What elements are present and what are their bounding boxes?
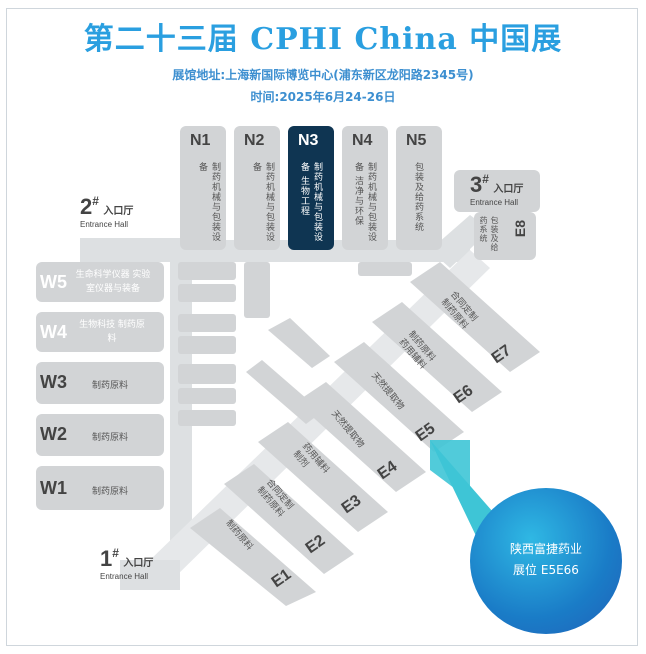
hall-n5-text: 包装及给药系统 (413, 162, 423, 232)
entrance-3: 3# 入口厅 Entrance Hall (470, 172, 524, 207)
entrance-2-cn: 入口厅 (103, 206, 134, 217)
entrance-3-cn: 入口厅 (493, 184, 524, 195)
entrance-3-box (454, 170, 540, 212)
hall-w2[interactable]: W2 制药原料 (36, 414, 164, 456)
hall-w3-code: W3 (40, 372, 67, 392)
hall-n1-text: 制药机械与包装设备 (197, 162, 220, 242)
hall-n2[interactable]: N2 制药机械与包装设备 (234, 126, 280, 250)
entrance-1-en: Entrance Hall (100, 572, 149, 581)
venue-address: 展馆地址:上海新国际博览中心(浦东新区龙阳路2345号) (172, 68, 474, 82)
sub-hall-n-west (244, 262, 270, 318)
hall-w2-text: 制药原料 (92, 433, 129, 443)
hall-w1[interactable]: W1 制药原料 (36, 466, 164, 510)
hall-w2-code: W2 (40, 424, 67, 444)
hall-n3-text: 制药机械与包装设备 生物工程 (299, 162, 322, 242)
hall-e8[interactable]: 包装及给药系统 E8 (474, 212, 536, 260)
sub-hall-w8 (178, 364, 236, 384)
sub-hall-w9 (178, 336, 236, 354)
hall-n1-code: N1 (190, 132, 211, 149)
sub-hall-w6 (178, 410, 236, 426)
entrance-1-number: 1 (100, 546, 113, 571)
hall-n3-code: N3 (298, 132, 319, 149)
hall-w3[interactable]: W3 制药原料 (36, 362, 164, 404)
hall-w4[interactable]: W4 生物科技 制药原料 (36, 312, 164, 352)
sub-hall-w11 (178, 284, 236, 302)
hall-n2-text: 制药机械与包装设备 (251, 162, 274, 242)
entrance-2: 2# 入口厅 Entrance Hall (80, 194, 134, 229)
hall-n5[interactable]: N5 包装及给药系统 (396, 126, 442, 250)
hall-w5-code: W5 (40, 272, 67, 292)
booth-company: 陕西富捷药业 (509, 542, 582, 556)
entrance-3-en: Entrance Hall (470, 198, 519, 207)
entrance-2-en: Entrance Hall (80, 220, 129, 229)
entrance-1: 1# 入口厅 Entrance Hall (100, 546, 154, 581)
hall-w4-text: 生物科技 制药原料 (79, 320, 145, 344)
page-title: 第二十三届 CPHI China 中国展 (83, 22, 563, 57)
hall-n2-code: N2 (244, 132, 265, 149)
hall-e8-text: 包装及给药系统 (479, 216, 499, 252)
hall-n4[interactable]: N4 制药机械与包装设备 洁净与环保 (342, 126, 388, 250)
hall-w1-text: 制药原料 (92, 487, 129, 497)
entrance-2-number: 2 (80, 194, 93, 219)
event-date: 时间:2025年6月24-26日 (250, 90, 396, 104)
hall-w5[interactable]: W5 生命科学仪器 实验室仪器与装备 (36, 262, 164, 302)
sub-hall-w10 (178, 314, 236, 332)
hall-n4-code: N4 (352, 132, 373, 149)
entrance-3-number: 3 (470, 172, 483, 197)
sub-hall-w12 (178, 262, 236, 280)
hall-w5-text: 生命科学仪器 实验室仪器与装备 (75, 270, 151, 294)
hall-n5-code: N5 (406, 132, 427, 149)
entrance-1-cn: 入口厅 (123, 558, 154, 569)
booth-callout: 陕西富捷药业 展位 E5E66 (470, 488, 622, 634)
hall-n3[interactable]: N3 制药机械与包装设备 生物工程 (288, 126, 334, 250)
booth-number: 展位 E5E66 (513, 563, 579, 577)
hall-n4-text: 制药机械与包装设备 洁净与环保 (353, 162, 376, 242)
hall-w3-text: 制药原料 (92, 381, 129, 391)
sub-hall-n-east (358, 262, 412, 276)
hall-n1[interactable]: N1 制药机械与包装设备 (180, 126, 226, 250)
hall-w4-code: W4 (40, 322, 67, 342)
hall-w1-code: W1 (40, 478, 67, 498)
sub-hall-w7 (178, 388, 236, 404)
